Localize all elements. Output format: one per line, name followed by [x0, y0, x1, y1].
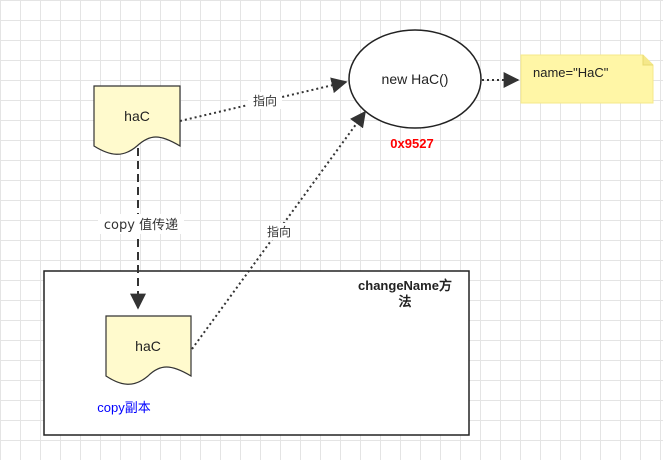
copy-pointer-label: 指向 [267, 224, 291, 239]
copy-caption: copy副本 [97, 400, 150, 415]
name-field-note[interactable]: name="HaC" [520, 54, 654, 104]
hac-object-label: new HaC() [382, 71, 449, 87]
variable-hac-label: haC [124, 108, 150, 124]
copy-pointer-edge: 指向 [191, 110, 366, 350]
hac-object-node[interactable]: new HaC() [348, 29, 482, 129]
copy-edge-label: copy 值传递 [104, 217, 178, 233]
copy-hac-label: haC [135, 338, 161, 354]
top-pointer-edge: 指向 [179, 77, 348, 122]
copy-label-bg [98, 214, 184, 234]
method-title-line1: changeName方 [358, 278, 452, 293]
variable-hac-document[interactable]: haC [93, 85, 181, 155]
object-address-label: 0x9527 [390, 136, 433, 151]
copy-edge: copy 值传递 [98, 148, 184, 310]
method-title-line2: 法 [398, 294, 411, 309]
copy-hac-document[interactable]: haC [105, 315, 192, 385]
top-pointer-label-bg [248, 92, 282, 109]
top-pointer-label: 指向 [253, 93, 277, 108]
copy-pointer-label-bg [262, 223, 296, 240]
name-field-label: name="HaC" [533, 65, 609, 80]
